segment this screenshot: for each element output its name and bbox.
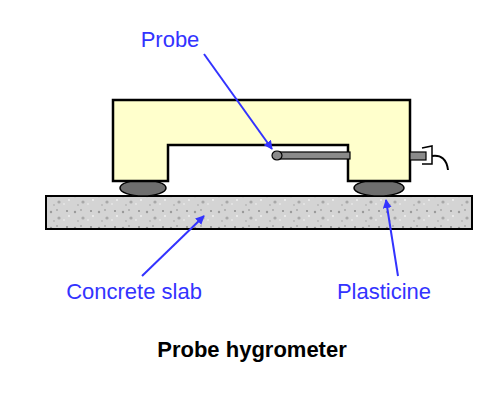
part-label: Plasticine <box>337 279 431 305</box>
figure-caption: Probe hygrometer <box>157 337 347 363</box>
probe-tip <box>272 151 282 160</box>
cable <box>432 156 448 170</box>
leader-line <box>386 200 398 276</box>
plasticine-seal <box>354 180 404 196</box>
hygrometer-housing <box>113 100 410 181</box>
cable-gland <box>422 146 432 164</box>
concrete-slab <box>46 196 472 229</box>
part-label: Probe <box>141 27 200 53</box>
cable-connector <box>410 152 426 160</box>
leader-line <box>204 54 272 149</box>
leader-line <box>142 216 204 276</box>
probe-rod <box>276 152 350 159</box>
part-label: Concrete slab <box>66 279 202 305</box>
plasticine-seal <box>120 180 166 196</box>
